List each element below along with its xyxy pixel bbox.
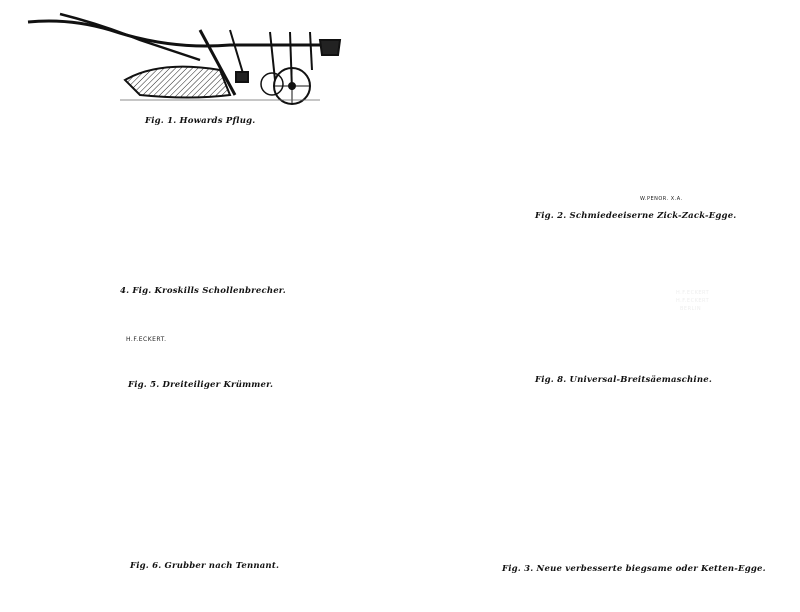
fig5-maker-mark: H.F.ECKERT. xyxy=(126,336,167,343)
fig2-caption: Fig. 2. Schmiedeeiserne Zick-Zack-Egge. xyxy=(535,211,737,221)
fig8-caption: Fig. 8. Universal-Breitsäemaschine. xyxy=(535,375,712,385)
fig2-engraver-mark: W.PENOR. X.A. xyxy=(640,196,683,202)
fig3-caption: Fig. 3. Neue verbesserte biegsame oder K… xyxy=(502,564,766,574)
fig8-maker-mark-1: H.F.ECKERT xyxy=(676,290,710,296)
fig4-caption: 4. Fig. Kroskills Schollenbrecher. xyxy=(120,286,286,296)
fig1-plough-illustration xyxy=(27,12,342,105)
fig8-maker-mark-3: BERLIN xyxy=(680,306,702,312)
fig6-caption: Fig. 6. Grubber nach Tennant. xyxy=(130,561,280,571)
fig5-caption: Fig. 5. Dreiteiliger Krümmer. xyxy=(128,380,274,390)
fig8-maker-mark-2: H.F.ECKERT xyxy=(676,298,710,304)
fig1-caption: Fig. 1. Howards Pflug. xyxy=(145,116,256,126)
